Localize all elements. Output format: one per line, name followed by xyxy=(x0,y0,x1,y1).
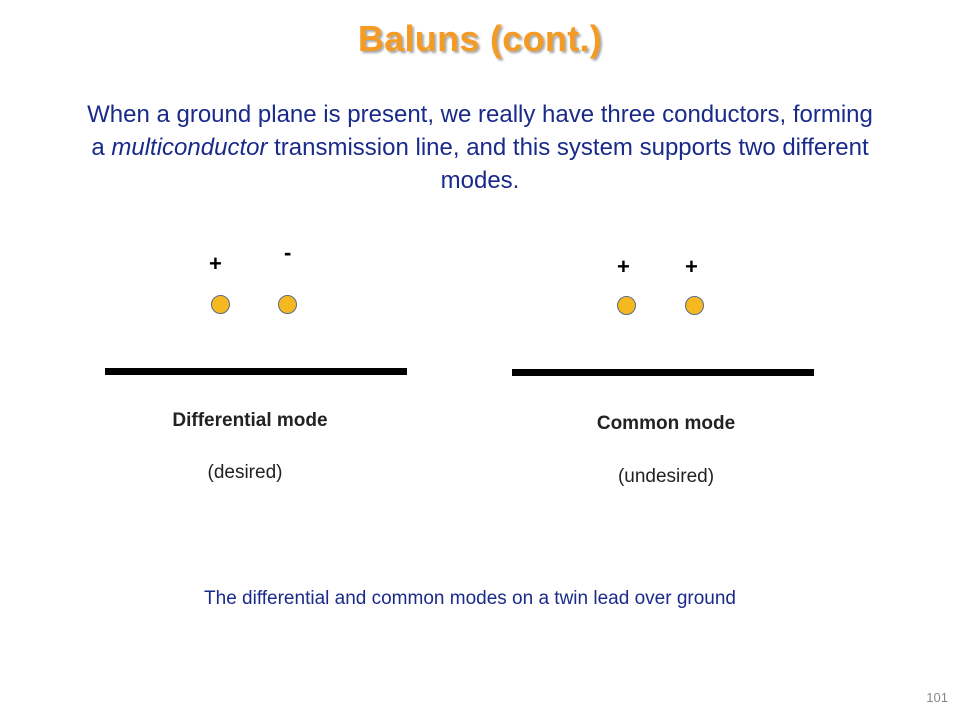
differential-mode-note: (desired) xyxy=(207,462,283,483)
figure-caption: The differential and common modes on a t… xyxy=(204,588,736,609)
differential-mode-label: Differential mode xyxy=(172,410,328,431)
intro-emphasis: multiconductor xyxy=(111,134,268,161)
differential-ground-plane xyxy=(105,368,407,375)
intro-text-end: transmission line, and this system suppo… xyxy=(267,134,869,194)
page-number: 101 xyxy=(926,690,948,705)
common-mode-note: (undesired) xyxy=(617,466,715,487)
differential-right-sign: - xyxy=(284,240,292,265)
slide-title: Baluns (cont.) xyxy=(357,18,603,59)
common-left-sign: + xyxy=(617,254,630,279)
differential-left-conductor xyxy=(211,295,230,314)
common-mode-label: Common mode xyxy=(596,413,736,434)
common-right-conductor xyxy=(685,296,704,315)
common-ground-plane xyxy=(512,369,814,376)
common-left-conductor xyxy=(617,296,636,315)
intro-text-start: When a ground plane is present, we reall… xyxy=(87,101,873,161)
intro-paragraph: When a ground plane is present, we reall… xyxy=(80,98,880,197)
common-right-sign: + xyxy=(685,254,698,279)
differential-right-conductor xyxy=(278,295,297,314)
differential-left-sign: + xyxy=(209,251,222,276)
